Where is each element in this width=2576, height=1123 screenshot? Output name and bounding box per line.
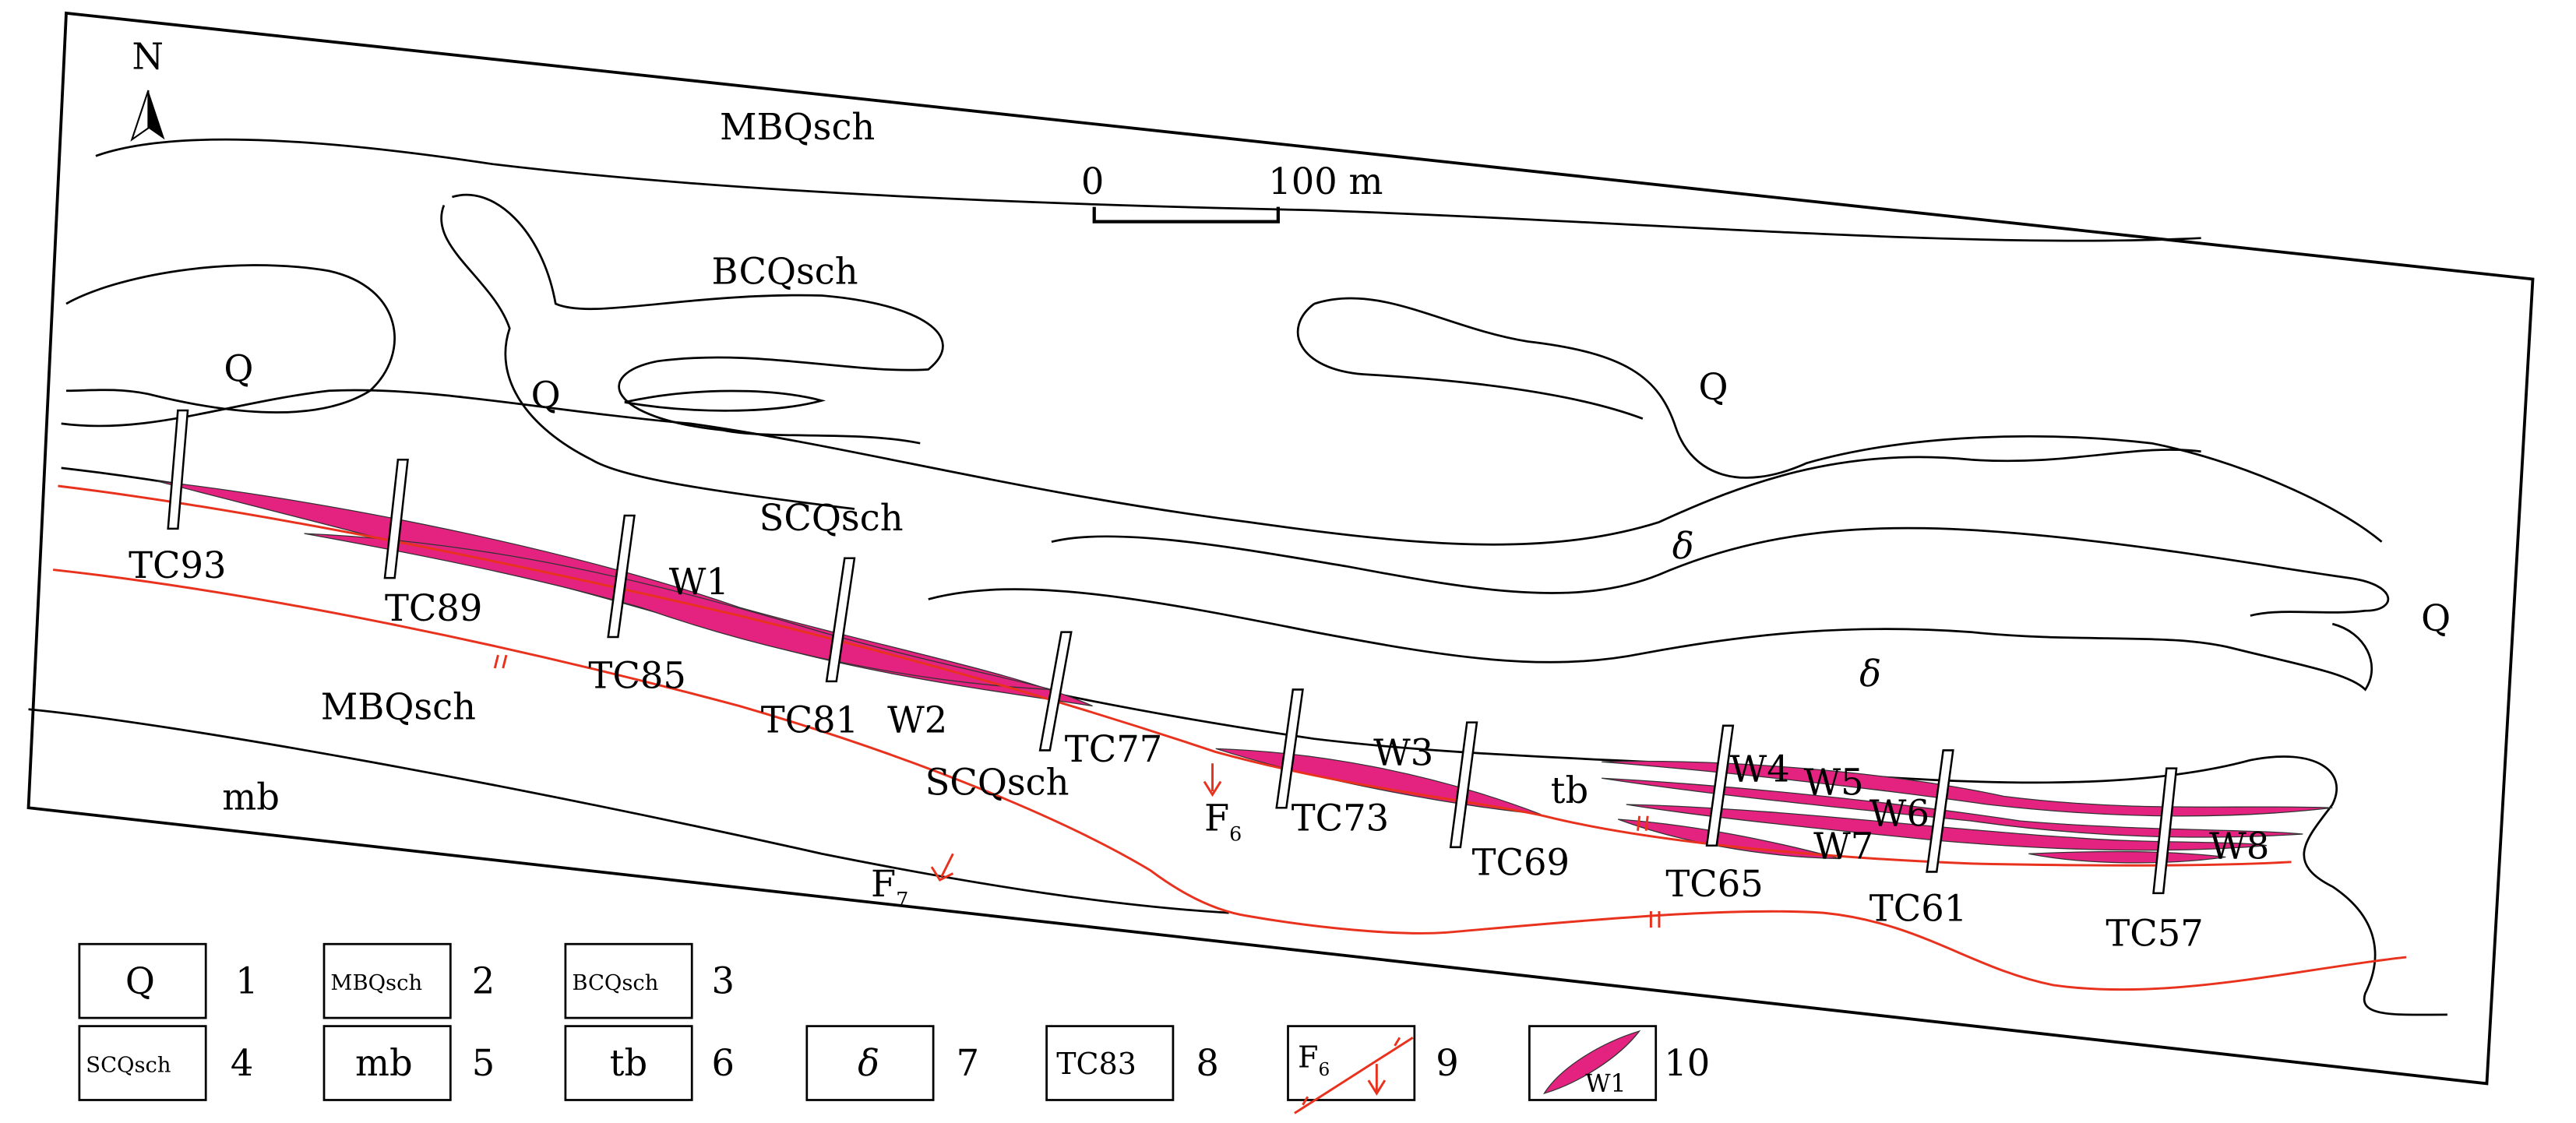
legend-number: 5 [472, 1042, 495, 1084]
legend-number: 9 [1436, 1042, 1459, 1084]
legend-number: 2 [472, 959, 495, 1002]
trenches [167, 409, 2178, 895]
legend-ore-icon [1542, 1030, 1641, 1095]
legend-symbol: SCQsch [86, 1054, 171, 1078]
unit-label: tb [1551, 769, 1588, 811]
legend-box [78, 942, 207, 1019]
legend-box [1045, 1025, 1175, 1101]
legend-symbol: δ [858, 1042, 879, 1084]
legend: Q 1 MBQsch 2 BCQsch 3 SCQsch 4 mb 5 tb 6… [78, 942, 1710, 1114]
legend-number: 6 [712, 1042, 735, 1084]
unit-label: SCQsch [925, 761, 1070, 803]
map-frame [26, 11, 2535, 1086]
scale-end: 100 m [1268, 160, 1383, 202]
trench-label: TC65 [1665, 863, 1763, 905]
legend-symbol: Q [125, 959, 155, 1002]
fault-f7-arrow-icon [930, 853, 954, 882]
scale-bar [1092, 206, 1280, 224]
legend-number: 10 [1664, 1042, 1710, 1084]
unit-label: BCQsch [712, 251, 858, 293]
trench-label: TC77 [1065, 728, 1162, 770]
legend-number: 7 [957, 1042, 980, 1084]
trench-label: TC85 [588, 654, 685, 696]
unit-label: Q [1699, 365, 1728, 407]
ore-label: W2 [887, 699, 947, 741]
unit-label: Q [531, 374, 561, 416]
ore-label: W5 [1803, 761, 1863, 803]
legend-symbol: MBQsch [330, 971, 422, 995]
legend-symbol: tb [610, 1042, 647, 1084]
legend-box [1287, 1025, 1416, 1101]
fault-label-f7: F7 [871, 863, 908, 911]
legend-number: 8 [1196, 1042, 1219, 1084]
ore-bodies [156, 481, 2333, 864]
unit-label: δ [1859, 653, 1881, 695]
legend-number: 3 [712, 959, 735, 1002]
north-arrow-icon [130, 90, 165, 142]
legend-symbol: BCQsch [572, 971, 658, 995]
unit-label: δ [1672, 525, 1694, 567]
unit-label: Q [224, 347, 253, 389]
trench-label: TC57 [2106, 912, 2203, 954]
legend-box [78, 1025, 207, 1101]
trench-label: TC73 [1292, 797, 1389, 840]
ore-label: W6 [1869, 792, 1929, 834]
scale-zero: 0 [1081, 160, 1105, 202]
trench-label: TC93 [129, 544, 226, 586]
trench-label: TC69 [1472, 842, 1570, 884]
ore-label: W4 [1730, 748, 1790, 790]
legend-symbol: F6 [1298, 1040, 1330, 1080]
unit-label: mb [222, 776, 280, 818]
legend-symbol: TC83 [1056, 1047, 1136, 1081]
unit-label: MBQsch [321, 685, 476, 727]
trench-label: TC89 [385, 587, 482, 629]
legend-box [322, 1025, 452, 1101]
legend-symbol: mb [355, 1042, 413, 1084]
legend-box [564, 1025, 693, 1101]
unit-label: Q [2421, 597, 2451, 639]
legend-number: 1 [235, 959, 259, 1002]
legend-box [564, 942, 693, 1019]
legend-number: 4 [231, 1042, 254, 1084]
legend-fault-icon [1294, 1037, 1414, 1114]
trench-label: TC61 [1869, 888, 1967, 930]
fault-f6-arrow-icon [1203, 763, 1222, 797]
legend-box [322, 942, 452, 1019]
unit-label: SCQsch [759, 497, 904, 539]
trench-label: TC81 [761, 699, 858, 741]
faults [52, 484, 2407, 991]
ore-label: W8 [2209, 826, 2269, 868]
ore-label: W3 [1373, 731, 1433, 773]
north-label: N [132, 36, 164, 78]
legend-symbol: W1 [1585, 1070, 1626, 1098]
unit-label: MBQsch [720, 106, 875, 148]
ore-label: W1 [669, 561, 729, 603]
legend-box [805, 1025, 935, 1101]
ore-label: W7 [1813, 826, 1873, 868]
fault-label-f6: F6 [1204, 797, 1242, 846]
